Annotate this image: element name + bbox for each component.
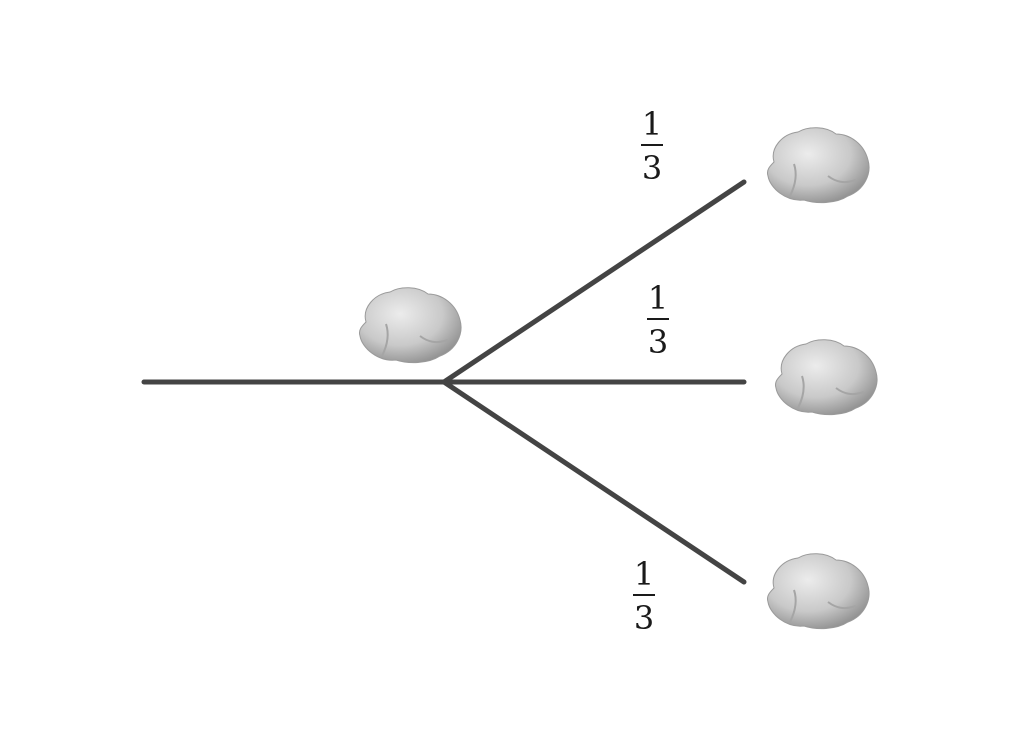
fraction-bar [633, 594, 655, 596]
probability-numerator: 1 [633, 555, 655, 593]
probability-numerator: 1 [641, 105, 663, 143]
outcome-rock-icon-upper [767, 127, 870, 204]
outcome-rock-icon-middle [775, 339, 878, 416]
probability-label-middle: 1 3 [638, 280, 678, 360]
fraction-bar [647, 318, 669, 320]
probability-label-lower: 1 3 [624, 556, 664, 636]
source-rock-icon [359, 287, 462, 364]
probability-label-upper: 1 3 [632, 106, 672, 186]
probability-denominator: 3 [633, 599, 655, 637]
outcome-rock-icon-lower [767, 553, 870, 630]
probability-numerator: 1 [647, 279, 669, 317]
branch-line-upper [441, 179, 747, 385]
fraction-bar [641, 144, 663, 146]
branch-line-lower [441, 379, 747, 585]
probability-denominator: 3 [647, 323, 669, 361]
probability-denominator: 3 [641, 149, 663, 187]
